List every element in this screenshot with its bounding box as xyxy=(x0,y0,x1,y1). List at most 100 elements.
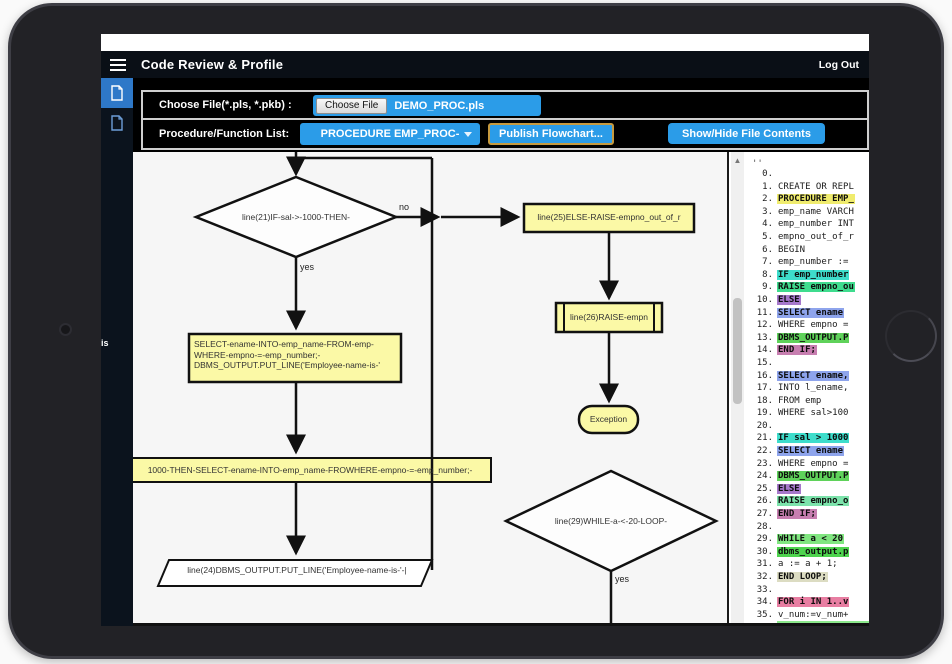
code-line: 34.FOR i IN 1..v xyxy=(752,596,869,609)
edge-label-no: no xyxy=(399,202,410,212)
node-while-line29[interactable]: line(29)WHILE-a-<-20-LOOP- xyxy=(554,516,668,526)
line-number: 21. xyxy=(756,433,773,444)
line-text: WHERE empno = xyxy=(778,458,849,469)
work-area: line(21)IF-sal->-1000-THEN- no yes line(… xyxy=(133,152,869,626)
code-line: 18.FROM emp xyxy=(752,395,869,408)
line-number: 19. xyxy=(756,408,773,419)
line-text xyxy=(777,169,779,179)
procedure-dropdown[interactable]: PROCEDURE EMP_PROC- xyxy=(300,123,480,145)
chevron-down-icon xyxy=(464,132,472,137)
node-output-line24[interactable]: line(24)DBMS_OUTPUT.PUT_LINE('Employee-n… xyxy=(187,565,407,575)
line-text: SELECT ename, xyxy=(777,370,850,381)
line-number: 17. xyxy=(756,383,773,394)
line-number: 15. xyxy=(756,357,773,368)
sidebar: is xyxy=(101,78,133,626)
code-line: 1.CREATE OR REPL xyxy=(752,181,869,194)
publish-flowchart-button[interactable]: Publish Flowchart... xyxy=(488,123,614,145)
scroll-up-icon[interactable]: ▲ xyxy=(733,156,742,165)
line-number: 7. xyxy=(762,257,773,268)
line-text: DBMS_OUTPUT.P xyxy=(777,471,850,482)
line-text: emp_name VARCH xyxy=(778,206,854,217)
sidebar-item-document[interactable] xyxy=(101,108,133,138)
home-button[interactable] xyxy=(885,310,937,362)
code-line: 26.RAISE empno_o xyxy=(752,495,869,508)
document-icon xyxy=(111,115,123,131)
code-line: 10.ELSE xyxy=(752,294,869,307)
tablet-frame: Code Review & Profile Log Out is xyxy=(8,3,944,659)
line-number: 13. xyxy=(756,332,773,343)
code-line: 30.dbms_output.p xyxy=(752,546,869,559)
code-line: 3. emp_name VARCH xyxy=(752,206,869,219)
node-exception[interactable]: Exception xyxy=(589,414,628,424)
node-if-line21[interactable]: line(21)IF-sal->-1000-THEN- xyxy=(242,212,350,222)
line-text: emp_number := xyxy=(778,257,849,268)
code-line: 2.PROCEDURE EMP_ xyxy=(752,193,869,206)
line-text: INTO l_ename, xyxy=(778,383,849,394)
line-text: v_num:=v_num+ xyxy=(778,609,849,620)
choose-file-label: Choose File(*.pls, *.pkb) : xyxy=(159,99,292,111)
line-number: 22. xyxy=(756,446,773,457)
code-line: 27.END IF; xyxy=(752,508,869,521)
line-text: RAISE empno_o xyxy=(777,496,850,507)
line-text: END IF; xyxy=(777,345,817,356)
code-line: 28. xyxy=(752,521,869,534)
line-number: 34. xyxy=(756,597,773,608)
line-number: 35. xyxy=(756,609,773,620)
code-line: 21.IF sal > 1000 xyxy=(752,432,869,445)
line-number: 23. xyxy=(756,458,773,469)
file-row: Choose File(*.pls, *.pkb) : Choose File … xyxy=(143,92,867,120)
line-number: 33. xyxy=(756,584,773,595)
code-line: 15. xyxy=(752,357,869,370)
line-text: WHERE sal>100 xyxy=(778,408,849,419)
line-text: END LOOP; xyxy=(777,572,828,582)
line-number: 6. xyxy=(762,244,773,255)
code-partial-top: '' xyxy=(752,159,763,169)
sidebar-item-flowchart[interactable] xyxy=(101,78,133,108)
line-number: 0. xyxy=(762,169,773,179)
line-text: PROCEDURE EMP_ xyxy=(777,194,855,205)
line-number: 31. xyxy=(756,559,773,570)
line-number: 16. xyxy=(756,370,773,381)
node-raise-line26[interactable]: line(26)RAISE-empn xyxy=(570,312,648,322)
line-number: 32. xyxy=(756,572,773,582)
hamburger-menu-icon[interactable] xyxy=(110,59,126,71)
code-line: 5.empno_out_of_r xyxy=(752,231,869,244)
line-number: 8. xyxy=(762,269,773,280)
line-number: 14. xyxy=(756,345,773,356)
line-text: a := a + 1; xyxy=(778,559,838,570)
vertical-scrollbar[interactable]: ▲ xyxy=(731,152,744,623)
choose-file-button[interactable]: Choose File xyxy=(316,97,388,114)
line-number: 29. xyxy=(756,534,773,545)
code-line: 14. END IF; xyxy=(752,344,869,357)
line-text xyxy=(777,522,779,532)
flowchart-graphics xyxy=(133,152,719,623)
procedure-list-label: Procedure/Function List: xyxy=(159,127,290,140)
node-else-line25[interactable]: line(25)ELSE-RAISE-empno_out_of_r xyxy=(537,212,681,222)
app-top-bar: Code Review & Profile Log Out xyxy=(101,51,869,78)
line-text: BEGIN xyxy=(778,244,806,255)
procedure-dropdown-value: PROCEDURE EMP_PROC- xyxy=(320,128,460,140)
file-input[interactable]: Choose File DEMO_PROC.pls xyxy=(313,95,541,116)
line-text: CREATE OR REPL xyxy=(778,181,854,192)
node-select-block[interactable]: SELECT-ename-INTO-emp_name-FROM-emp- WHE… xyxy=(194,339,381,371)
line-text: WHERE empno = xyxy=(778,320,849,331)
line-text: DBMS_OUTPUT.P xyxy=(777,332,850,343)
line-number: 3. xyxy=(762,206,773,217)
line-text: SELECT ename xyxy=(777,307,845,318)
toggle-file-contents-button[interactable]: Show/Hide File Contents xyxy=(668,123,825,144)
code-line: 24.DBMS_OUTPUT.P xyxy=(752,470,869,483)
line-number: 12. xyxy=(756,320,773,331)
sidebar-partial-label: is xyxy=(101,338,109,348)
line-text xyxy=(777,358,779,368)
logout-button[interactable]: Log Out xyxy=(818,59,859,71)
node-select-line22[interactable]: 1000-THEN-SELECT-ename-INTO-emp_name-FRO… xyxy=(147,465,473,475)
code-line: 23. WHERE empno = xyxy=(752,458,869,471)
code-line: 12. WHERE empno = xyxy=(752,319,869,332)
code-line: 7. emp_number := xyxy=(752,256,869,269)
flowchart-canvas[interactable]: line(21)IF-sal->-1000-THEN- no yes line(… xyxy=(133,152,729,623)
scrollbar-thumb[interactable] xyxy=(733,298,742,404)
procedure-row: Procedure/Function List: PROCEDURE EMP_P… xyxy=(143,120,867,147)
screen: Code Review & Profile Log Out is xyxy=(101,34,869,626)
line-number: 28. xyxy=(756,521,773,532)
